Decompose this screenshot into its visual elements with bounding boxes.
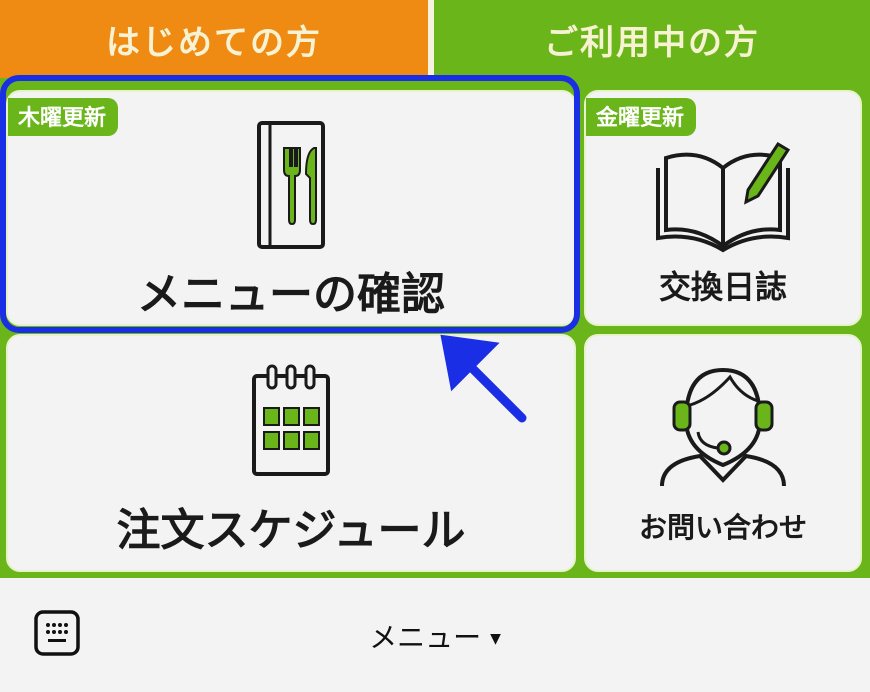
update-badge: 金曜更新	[586, 98, 697, 136]
menu-check-card[interactable]: 木曜更新 メニューの確認	[6, 90, 576, 326]
diary-icon	[656, 141, 791, 253]
menu-check-label: メニューの確認	[137, 269, 445, 320]
bottom-bar: メニュー ▼	[0, 578, 870, 692]
tab-current-users-label: ご利用中の方	[544, 22, 760, 63]
order-schedule-card[interactable]: 注文スケジュール	[6, 334, 576, 572]
keyboard-icon[interactable]	[34, 610, 80, 656]
diary-label: 交換日誌	[658, 268, 787, 306]
tab-first-time-label: はじめての方	[106, 22, 322, 63]
menu-book-icon	[257, 121, 325, 249]
tab-first-time[interactable]: はじめての方	[0, 0, 428, 78]
rich-menu-toggle[interactable]: メニュー ▼	[0, 616, 870, 656]
calendar-icon	[252, 364, 330, 476]
dropdown-arrow-icon: ▼	[490, 631, 501, 647]
tab-divider	[428, 0, 434, 78]
order-schedule-label: 注文スケジュール	[116, 505, 466, 556]
contact-card[interactable]: お問い合わせ	[584, 334, 862, 572]
diary-card[interactable]: 金曜更新 交換日誌	[584, 90, 862, 326]
menu-label: メニュー	[369, 621, 482, 654]
menu-panel: 木曜更新 メニューの確認 金曜更新 交換日誌 注文ス	[0, 78, 870, 578]
tab-current-users[interactable]: ご利用中の方	[434, 0, 870, 78]
update-badge: 木曜更新	[8, 98, 119, 136]
contact-label: お問い合わせ	[638, 511, 807, 544]
support-headset-icon	[660, 367, 786, 487]
